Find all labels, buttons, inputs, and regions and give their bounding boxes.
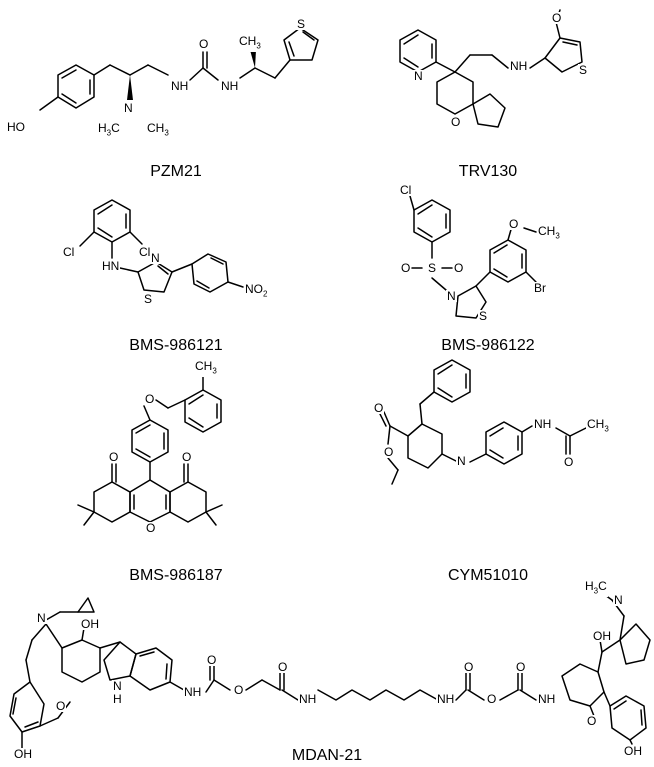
trv130-caption: TRV130 bbox=[458, 163, 518, 180]
trv130-ring-o-label: O bbox=[450, 115, 462, 129]
mdan21-left-aromatic bbox=[9, 681, 45, 733]
bms986187-ether-o-label: O bbox=[144, 392, 156, 406]
bms986122-caption: BMS-986122 bbox=[441, 337, 535, 354]
bms986121-hn-label: HN bbox=[101, 259, 121, 273]
mdan21-left-oh-label: OH bbox=[80, 617, 100, 631]
bms986122-methyl-label: CH3 bbox=[537, 224, 561, 243]
mdan21-carbonyl-o6-label: O bbox=[515, 660, 527, 674]
pzm21-amine-n-label: N bbox=[123, 101, 134, 115]
pzm21-methyl-top-label: CH3 bbox=[238, 34, 262, 53]
bms986122-methoxy-o-label: O bbox=[508, 217, 520, 231]
bms986121-thiazole-n-label: N bbox=[150, 251, 161, 265]
bms986121-nitro-label: NO2 bbox=[244, 282, 269, 301]
bms986122-sulfonyl-o2-label: O bbox=[453, 261, 465, 275]
mdan21-right-aromatic bbox=[609, 695, 647, 741]
mdan21-amide-nh1-label: NH bbox=[183, 685, 203, 699]
cym51010-piperidine-n-label: N bbox=[456, 454, 467, 468]
bms986187-methyl-label: CH3 bbox=[194, 359, 218, 378]
mdan21-indole-h-label: H bbox=[112, 692, 123, 706]
bms986121-cl1-label: Cl bbox=[62, 245, 76, 259]
mdan21-amide-nh3-label: NH bbox=[436, 692, 456, 706]
cym51010-amide-o-label: O bbox=[563, 455, 575, 469]
bms986187-pyran-o-label: O bbox=[145, 521, 157, 535]
bms986187-right-carbonyl-o-label: O bbox=[181, 450, 193, 464]
cym51010-nh-label: NH bbox=[533, 417, 553, 431]
trv130-thiophene-s-label: S bbox=[578, 63, 589, 77]
mdan21-right-n-label: N bbox=[613, 593, 624, 607]
trv130-oxane-ring bbox=[436, 71, 474, 115]
pzm21-methyl-left-label: H3C bbox=[97, 121, 121, 140]
mdan21-right-bottom-oh-label: OH bbox=[623, 744, 643, 758]
mdan21-left-n-label: N bbox=[36, 611, 47, 625]
trv130-thiophene-ring bbox=[544, 37, 583, 73]
mdan21-ether-o5-label: O bbox=[486, 692, 498, 706]
trv130-methoxy-o-label: O bbox=[551, 11, 563, 25]
mdan21-right-oh-label: OH bbox=[592, 629, 612, 643]
bms986122-chlorophenyl-ring bbox=[413, 199, 451, 243]
mdan21-amide-nh4-label: NH bbox=[537, 692, 557, 706]
mdan21-caption: MDAN-21 bbox=[291, 747, 363, 764]
mdan21-carbonyl-o4-label: O bbox=[463, 660, 475, 674]
bms986122-br-label: Br bbox=[533, 281, 547, 295]
trv130-nh-label: NH bbox=[509, 59, 529, 73]
mdan21-left-bottom-oh-label: OH bbox=[13, 747, 33, 761]
mdan21-right-o-label: O bbox=[586, 714, 598, 728]
pzm21-nh1-label: NH bbox=[170, 79, 190, 93]
mdan21-indole-n-label: N bbox=[112, 679, 123, 693]
bms986187-caption: BMS-986187 bbox=[129, 567, 223, 584]
pzm21-thiophene-s-label: S bbox=[296, 17, 307, 31]
pzm21-nh2-label: NH bbox=[220, 79, 240, 93]
bms986122-bromoanisole-ring bbox=[489, 239, 527, 283]
mdan21-indole-benzene bbox=[129, 647, 173, 691]
cym51010-caption: CYM51010 bbox=[447, 567, 529, 584]
trv130-pyridine-n-label: N bbox=[413, 69, 424, 83]
cym51010-methyl-label: CH3 bbox=[586, 417, 610, 436]
mdan21-left-o-label: O bbox=[55, 699, 67, 713]
pzm21-methyl-right-label: CH3 bbox=[146, 121, 170, 140]
bms986121-cl2-label: Cl bbox=[138, 245, 152, 259]
pzm21-carbonyl-o-label: O bbox=[198, 37, 210, 51]
bms986122-sulfonyl-s-label: S bbox=[427, 261, 438, 275]
mdan21-indole-pyrrole bbox=[103, 641, 137, 681]
mdan21-left-c-ring bbox=[61, 639, 101, 683]
bms986187-left-carbonyl-o-label: O bbox=[108, 450, 120, 464]
bms986122-thiazolidine-s-label: S bbox=[478, 309, 489, 323]
pzm21-caption: PZM21 bbox=[150, 163, 202, 180]
bms986121-thiazole-s-label: S bbox=[143, 292, 154, 306]
mdan21-cyclopropyl bbox=[77, 597, 95, 613]
trv130-cyclopentane-ring bbox=[472, 93, 506, 128]
cym51010-carbonyl-o-label: O bbox=[373, 401, 385, 415]
mdan21-carbonyl-o1-label: O bbox=[206, 653, 218, 667]
pzm21-thiophene-ring bbox=[283, 27, 319, 61]
bms986122-thiazolidine-n-label: N bbox=[446, 289, 457, 303]
pzm21-hydroxyl-label: HO bbox=[6, 120, 26, 134]
cym51010-ester-o-label: O bbox=[383, 445, 395, 459]
bms986121-caption: BMS-986121 bbox=[129, 337, 223, 354]
mdan21-amide-nh2-label: NH bbox=[298, 692, 318, 706]
mdan21-right-piperidine bbox=[619, 623, 651, 665]
mdan21-ether-o2-label: O bbox=[233, 683, 245, 697]
bms986122-sulfonyl-o1-label: O bbox=[400, 261, 412, 275]
bms986122-cl-label: Cl bbox=[399, 183, 413, 197]
mdan21-carbonyl-o3-label: O bbox=[277, 660, 289, 674]
mdan21-right-methyl-label: H3C bbox=[584, 579, 608, 598]
